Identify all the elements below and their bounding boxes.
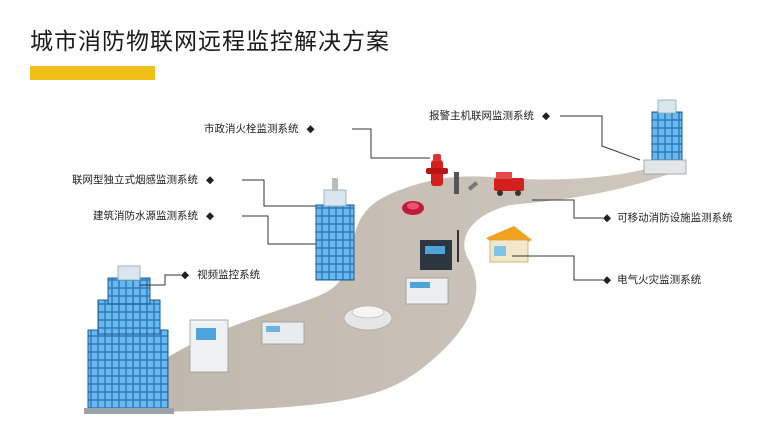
bullet-icon: ◆ [603, 212, 612, 224]
wireless-terminal-icon [420, 230, 459, 270]
bullet-icon: ◆ [603, 274, 612, 286]
road [120, 165, 672, 412]
page-title: 城市消防物联网远程监控解决方案 [30, 29, 390, 55]
label-smoke-system: 联网型独立式烟感监测系统◆ [72, 174, 215, 186]
control-cabinet-icon [189, 319, 229, 373]
bullet-icon: ◆ [206, 210, 215, 222]
label-hydrant-system: 市政消火栓监测系统◆ [204, 123, 315, 135]
bullet-icon: ◆ [206, 174, 215, 186]
bullet-icon: ◆ [306, 123, 315, 135]
label-mobile-facility-system: ◆可移动消防设施监测系统 [603, 212, 733, 224]
label-video-system: ◆视频监控系统 [181, 269, 261, 281]
large-building-icon [84, 265, 174, 414]
label-water-source-system: 建筑消防水源监测系统◆ [93, 210, 215, 222]
middle-tower-icon [315, 178, 355, 281]
shop-building-icon [486, 226, 532, 263]
fire-hydrant-icon [426, 154, 448, 186]
water-module-icon [261, 321, 305, 345]
bullet-icon: ◆ [181, 269, 190, 281]
alarm-bell-icon [402, 201, 424, 215]
leader-lines [140, 115, 641, 286]
monitor-panel-icon [405, 277, 449, 305]
label-alarm-host-system: 报警主机联网监测系统◆ [429, 110, 551, 122]
smoke-detector-icon [343, 305, 393, 331]
right-tower-icon [643, 99, 687, 175]
title-accent-bar [30, 66, 155, 80]
fire-truck-icon [494, 172, 524, 196]
hydrant-sensor-icon [454, 172, 479, 194]
bullet-icon: ◆ [542, 110, 551, 122]
label-electric-fire-system: ◆电气火灾监测系统 [603, 274, 702, 286]
